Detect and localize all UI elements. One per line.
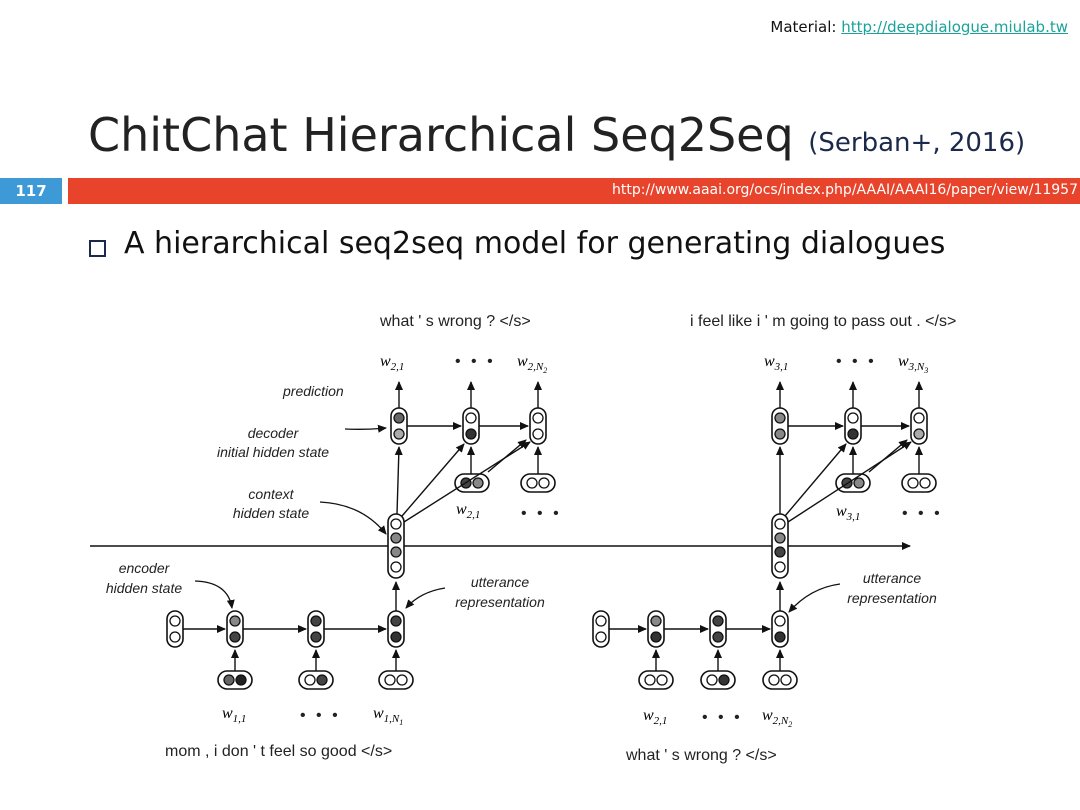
paper-link[interactable]: http://www.aaai.org/ocs/index.php/AAAI/A… <box>611 182 1078 198</box>
material-link[interactable]: http://deepdialogue.miulab.tw <box>841 18 1068 36</box>
utterance1-label-line1: utterance <box>471 574 530 590</box>
encoder-2 <box>592 581 798 690</box>
ellipsis-feedback-right: • • • <box>902 505 943 522</box>
encoder-label-line2: hidden state <box>106 580 182 596</box>
ellipsis-bottom-right: • • • <box>702 709 743 726</box>
encoder-label-line1: encoder <box>119 560 171 576</box>
slide-title: ChitChat Hierarchical Seq2Seq (Serban+, … <box>88 108 1025 162</box>
ellipsis-bottom-left: • • • <box>300 707 341 724</box>
context-state-1 <box>387 513 405 579</box>
context-label-line2: hidden state <box>233 505 309 521</box>
var-w11: w1,1 <box>222 705 246 725</box>
sentence-bottom-left: mom , i don ' t feel so good </s> <box>165 743 392 760</box>
decoder-2 <box>771 381 937 523</box>
hierarchical-seq2seq-diagram: prediction decoder initial hidden state … <box>90 313 956 764</box>
decoder-label-line1: decoder <box>248 425 300 441</box>
var-w2N2-bottom: w2,N2 <box>762 707 792 729</box>
var-w2N2-top: w2,N2 <box>517 353 547 375</box>
ellipsis-top-left: • • • <box>455 353 496 370</box>
slide-number: 117 <box>0 178 62 204</box>
encoder-1 <box>166 581 414 690</box>
sentence-top-right: i feel like i ' m going to pass out . </… <box>690 313 956 330</box>
slide-title-text: ChitChat Hierarchical Seq2Seq <box>88 108 794 162</box>
bullet-text: A hierarchical seq2seq model for generat… <box>124 226 946 261</box>
prediction-label: prediction <box>282 383 344 399</box>
var-w1N1: w1,N1 <box>373 705 403 727</box>
utterance2-label-line2: representation <box>847 590 937 606</box>
ellipsis-feedback-left: • • • <box>521 505 562 522</box>
sentence-top-left: what ' s wrong ? </s> <box>379 313 531 330</box>
material-label: Material: <box>770 18 837 36</box>
var-w21-top: w2,1 <box>380 353 404 373</box>
ellipsis-top-right: • • • <box>836 353 877 370</box>
decoder-1 <box>390 381 556 523</box>
var-w3N3-top: w3,N3 <box>898 353 928 375</box>
sentence-bottom-right: what ' s wrong ? </s> <box>625 747 777 764</box>
utterance2-label-line1: utterance <box>863 570 922 586</box>
var-w21-bottom: w2,1 <box>643 707 667 727</box>
var-w31-feedback: w3,1 <box>836 503 860 523</box>
context-label-line1: context <box>248 486 294 502</box>
slide-title-citation: (Serban+, 2016) <box>808 128 1026 158</box>
title-divider-bar <box>68 178 1080 204</box>
var-w21-feedback: w2,1 <box>456 501 480 521</box>
utterance1-label-line2: representation <box>455 594 545 610</box>
decoder-label-line2: initial hidden state <box>217 444 329 460</box>
material-source: Material: http://deepdialogue.miulab.tw <box>770 18 1068 36</box>
var-w31-top: w3,1 <box>764 353 788 373</box>
bullet-square-icon <box>89 240 106 257</box>
context-state-2 <box>771 513 789 579</box>
